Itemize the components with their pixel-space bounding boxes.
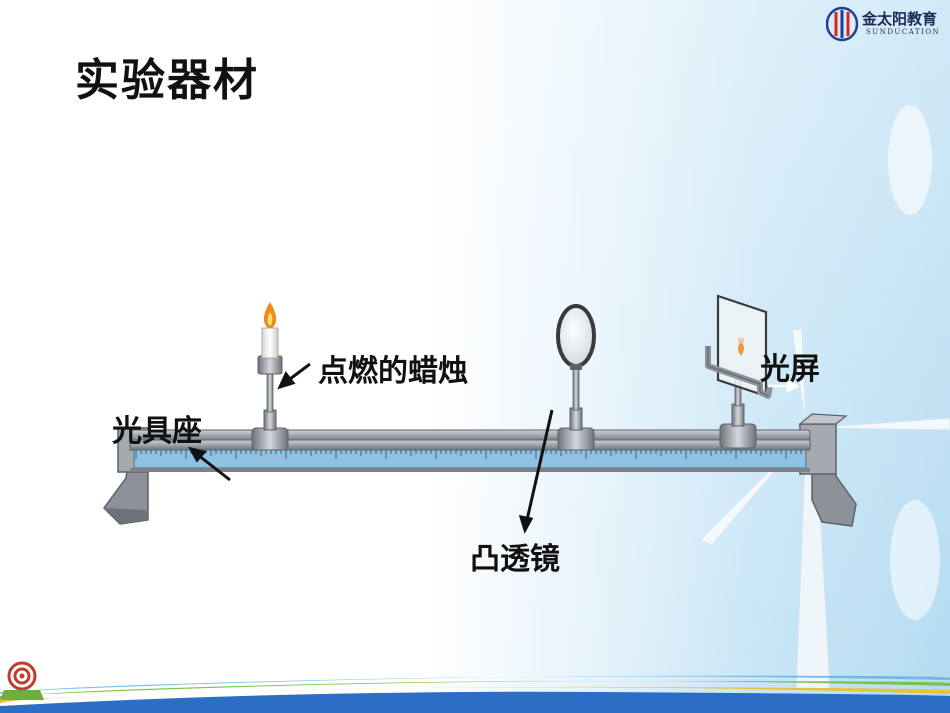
bottom-band <box>0 675 950 713</box>
sun-logo-icon <box>826 6 859 42</box>
logo-name-en: SUNDUCATION <box>866 28 941 36</box>
screen-arrow <box>768 378 800 394</box>
candle <box>261 327 279 359</box>
logo-name-cn: 金太阳教育 <box>862 10 938 28</box>
screen-assembly <box>705 294 773 449</box>
candle-assembly <box>251 302 289 451</box>
target-icon <box>0 661 44 700</box>
brand-logo: 金太阳教育 SUNDUCATION <box>826 6 946 42</box>
page-title: 实验器材 <box>75 55 259 106</box>
bench-scale <box>133 449 807 469</box>
label-candle: 点燃的蜡烛 <box>318 354 468 389</box>
pointer-arrows <box>188 362 554 534</box>
bench-rail-mid <box>129 439 811 451</box>
label-screen: 光屏 <box>760 352 820 387</box>
label-bench: 光具座 <box>112 414 202 449</box>
convex-lens <box>556 304 596 368</box>
lens-assembly <box>556 304 596 451</box>
label-lens: 凸透镜 <box>470 542 560 577</box>
